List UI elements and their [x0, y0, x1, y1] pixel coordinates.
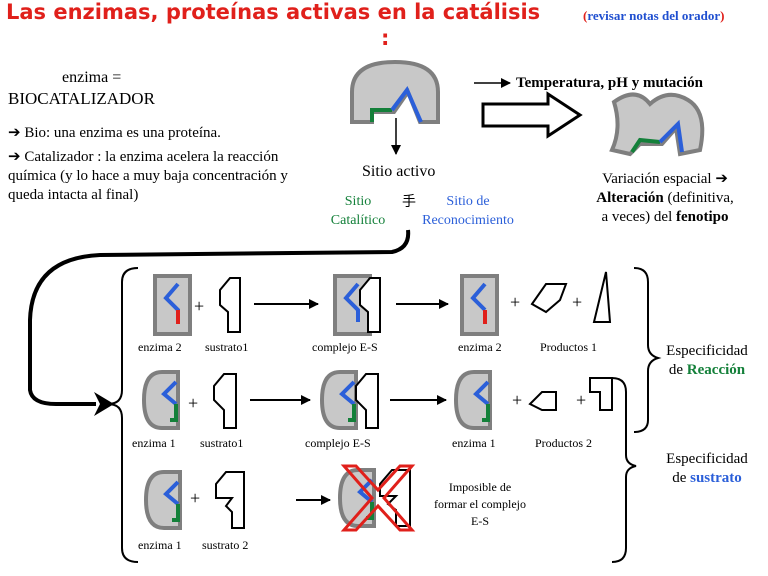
variation-text: Variación espacial ➔ Alteración (definit…	[562, 170, 768, 227]
specificity-substrate-line2: de sustrato	[650, 469, 764, 488]
row2-label-enzyme: enzima 1	[132, 436, 176, 450]
site-separator-glyph: 手	[402, 195, 416, 210]
specificity-reaction-prefix: de	[668, 362, 684, 378]
plus-sign: +	[512, 390, 523, 410]
plus-sign: +	[194, 296, 205, 316]
speaker-notes-hint: (revisar notas del orador)	[583, 8, 725, 23]
intro-line1: enzima =	[62, 69, 122, 86]
substrate2-shape	[215, 471, 245, 529]
alteration-word: Alteración	[596, 190, 664, 206]
row3-label-substrate: sustrato 2	[202, 538, 249, 552]
enzyme2-shape	[460, 274, 499, 336]
row2-label-products: Productos 2	[535, 436, 592, 450]
specificity-reaction-line2: de Reacción	[650, 361, 764, 380]
specificity-substrate-word: sustrato	[690, 470, 742, 486]
catalytic-site-line2: Catalítico	[330, 213, 386, 228]
right-brace-substrate	[611, 377, 637, 563]
intro-catalizador: ➔ Catalizador : la enzima acelera la rea…	[8, 148, 308, 205]
catalytic-site-line1: Sitio	[344, 194, 372, 209]
plus-sign: +	[510, 292, 521, 312]
enzyme1-shape	[141, 370, 180, 430]
speaker-notes-text: revisar notas del orador	[587, 8, 721, 23]
row1-label-enzyme: enzima 2	[138, 340, 182, 354]
active-site-label: Sitio activo	[362, 163, 436, 180]
plus-sign: +	[572, 292, 583, 312]
product-shape	[530, 283, 568, 314]
active-site-enzyme-shape	[350, 59, 440, 124]
row1-label-products: Productos 1	[540, 340, 597, 354]
product-shape	[589, 377, 613, 411]
flow-arrow	[28, 229, 411, 406]
complex-es-shape	[333, 274, 381, 336]
intro-bio: ➔ Bio: una enzima es una proteína.	[8, 124, 308, 143]
variation-line1: Variación espacial ➔	[562, 170, 768, 189]
enzyme2-shape	[153, 274, 192, 336]
recognition-site-line2: Reconocimiento	[422, 213, 514, 228]
plus-sign: +	[188, 393, 199, 413]
product-shape	[528, 391, 557, 411]
enzyme1-shape	[143, 470, 182, 530]
title-colon: :	[381, 26, 390, 50]
substrate1-shape	[219, 277, 241, 333]
product-shape	[592, 271, 612, 323]
variation-line1-text: Variación espacial	[602, 171, 712, 187]
specificity-reaction-line1: Especificidad	[666, 343, 748, 359]
slide-title: Las enzimas, proteínas activas en la cat…	[6, 0, 541, 24]
temperature-ph-mutation-label: Temperatura, pH y mutación	[516, 75, 703, 91]
specificity-substrate-prefix: de	[672, 470, 687, 486]
deformed-enzyme-shape	[609, 92, 705, 157]
enzyme1-shape	[453, 370, 492, 430]
variation-line3: a veces) del fenotipo	[562, 208, 768, 227]
right-brace-reaction	[633, 267, 662, 433]
recognition-site-line1: Sitio de	[446, 194, 490, 209]
specificity-substrate-line1: Especificidad	[666, 451, 748, 467]
right-arrow-icon: ➔	[8, 125, 21, 141]
plus-sign: +	[576, 390, 587, 410]
row2-label-enzyme-out: enzima 1	[452, 436, 496, 450]
failed-complex-shape	[337, 468, 411, 528]
intro-line2: BIOCATALIZADOR	[8, 89, 155, 108]
recognition-site-label: Sitio de Reconocimiento	[408, 192, 528, 230]
complex-es-shape	[319, 370, 379, 430]
impossible-complex-note: Imposible de formar el complejo E-S	[434, 480, 526, 528]
intro-bio-text: Bio: una enzima es una proteína.	[24, 125, 221, 141]
flow-arrowhead	[94, 392, 114, 416]
right-arrow-icon: ➔	[715, 171, 728, 187]
specificity-reaction-word: Reacción	[686, 362, 746, 378]
right-arrow-icon: ➔	[8, 149, 21, 165]
specificity-substrate-label: Especificidad de sustrato	[650, 450, 764, 488]
specificity-reaction-label: Especificidad de Reacción	[650, 342, 764, 380]
left-brace	[107, 267, 139, 563]
intro-catalizador-text: Catalizador : la enzima acelera la reacc…	[8, 149, 288, 203]
row2-label-complex: complejo E-S	[305, 436, 371, 450]
variation-line3-start: a veces) del	[601, 209, 673, 225]
row3-label-enzyme: enzima 1	[138, 538, 182, 552]
substrate1-shape	[213, 373, 237, 429]
variation-definitive: (definitiva,	[667, 190, 734, 206]
row1-label-substrate: sustrato1	[205, 340, 249, 354]
row1-label-enzyme-out: enzima 2	[458, 340, 502, 354]
row1-label-complex: complejo E-S	[312, 340, 378, 354]
hollow-transform-arrow	[481, 91, 583, 139]
phenotype-word: fenotipo	[676, 209, 729, 225]
plus-sign: +	[190, 488, 201, 508]
row2-label-substrate: sustrato1	[200, 436, 244, 450]
variation-line2: Alteración (definitiva,	[562, 189, 768, 208]
cross-mark-icon	[340, 464, 416, 532]
